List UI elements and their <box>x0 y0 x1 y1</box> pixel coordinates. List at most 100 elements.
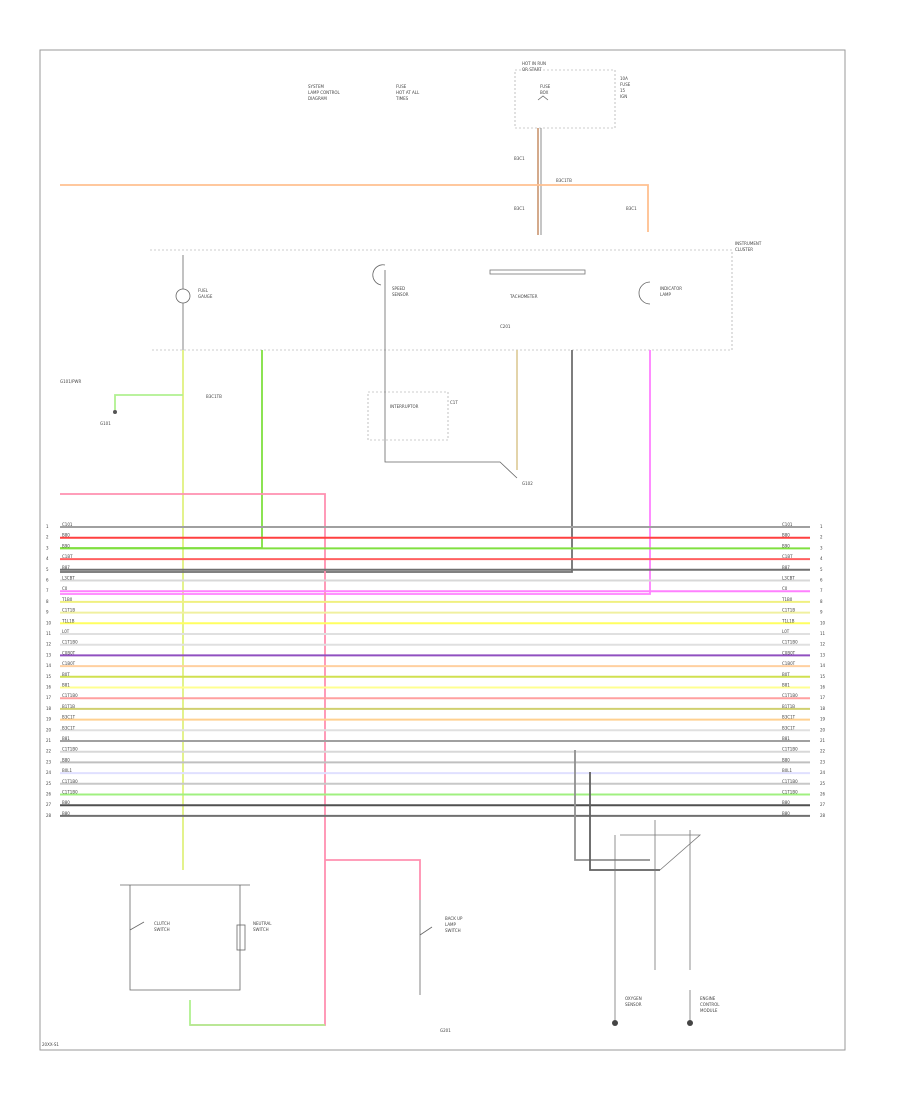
bus-label-left-11: L0T <box>62 629 70 634</box>
bus-label-right-3: B90 <box>782 543 790 548</box>
svg-text:B3C1: B3C1 <box>626 206 637 211</box>
bus-label-right-14: C1B0T <box>782 661 796 666</box>
speed-sensor: SPEED SENSOR <box>372 264 409 350</box>
bus-label-left-1: C101 <box>62 522 73 527</box>
bus-pin-right-5: 5 <box>820 567 823 572</box>
fuel-gauge-label-2: GAUGE <box>198 294 213 299</box>
svg-text:G101/PWR: G101/PWR <box>60 379 81 384</box>
bus-pin-right-27: 27 <box>820 802 826 807</box>
cluster-wire-magenta <box>60 350 651 595</box>
bus-label-right-2: B80 <box>782 533 790 538</box>
bus-label-right-26: C1T1B0 <box>782 790 798 795</box>
bus-pin-left-9: 9 <box>46 610 49 615</box>
bus-label-right-13: C0B0T <box>782 650 796 655</box>
bus-pin-left-14: 14 <box>46 663 52 668</box>
cluster-connector-label: C201 <box>500 324 511 329</box>
bus-pin-right-28: 28 <box>820 813 826 818</box>
bus-label-left-24: B0L1 <box>62 768 73 773</box>
bus-label-left-4: C1BT <box>62 554 73 559</box>
cluster-wire-green <box>60 350 263 549</box>
bus-label-left-3: B90 <box>62 543 70 548</box>
bus-pin-right-25: 25 <box>820 781 826 786</box>
sensor-label-5: MODULE <box>700 1008 718 1013</box>
bus-label-left-27: B80 <box>62 800 70 805</box>
bus-pin-left-6: 6 <box>46 578 49 583</box>
cluster-wire-gray <box>60 350 573 573</box>
bus-pin-right-11: 11 <box>820 631 826 636</box>
hot-box-note-4: IGN <box>620 94 627 99</box>
top-note-line-1: SYSTEM <box>308 84 324 89</box>
bus-label-left-23: B80 <box>62 757 70 762</box>
bus-label-left-17: C1T1B0 <box>62 693 78 698</box>
sensor-label-2: SENSOR <box>625 1002 642 1007</box>
sensor-label-1: OXYGEN <box>625 996 642 1001</box>
bus-pin-right-22: 22 <box>820 749 826 754</box>
bus-pin-left-3: 3 <box>46 545 49 550</box>
bus-pin-left-8: 8 <box>46 599 49 604</box>
bus-pin-right-21: 21 <box>820 738 826 743</box>
bus-pin-left-15: 15 <box>46 674 52 679</box>
bus-pin-left-27: 27 <box>46 802 52 807</box>
bus-pin-left-19: 19 <box>46 717 52 722</box>
fuel-gauge: FUEL GAUGE <box>175 255 213 350</box>
tachometer-label: TACHOMETER <box>509 294 538 299</box>
bus-label-left-13: C0B0T <box>62 650 76 655</box>
bus-label-right-11: L0T <box>782 629 790 634</box>
bus-label-left-25: C1T1B0 <box>62 779 78 784</box>
neutral-switch-label-1: NEUTRAL <box>253 921 272 926</box>
clutch-switch-label-1: CLUTCH <box>154 921 170 926</box>
svg-text:B3C1: B3C1 <box>514 206 525 211</box>
speed-sensor-label-2: SENSOR <box>392 292 409 297</box>
bus-pin-right-4: 4 <box>820 556 823 561</box>
bus-label-right-25: C1T1B0 <box>782 779 798 784</box>
bus-pin-left-12: 12 <box>46 642 52 647</box>
bus-label-right-21: B81 <box>782 736 790 741</box>
hot-box-note-3: 15 <box>620 88 626 93</box>
hot-box-note-2: FUSE <box>620 82 631 87</box>
bus-pin-left-20: 20 <box>46 727 52 732</box>
bus-pin-right-19: 19 <box>820 717 826 722</box>
bus-label-left-14: C1B0T <box>62 661 76 666</box>
bus-label-right-20: B3C1T <box>782 725 796 730</box>
hot-in-run-fuse-box: HOT IN RUN OR START FUSE BOX 10A FUSE 15… <box>514 61 631 129</box>
bus-label-right-27: B80 <box>782 800 790 805</box>
sensor-label-4: CONTROL <box>700 1002 720 1007</box>
hot-box-title-1: HOT IN RUN <box>522 61 546 66</box>
bus-label-left-7: C0 <box>62 586 68 591</box>
bus-pin-right-12: 12 <box>820 642 826 647</box>
bus-label-left-20: B3C1T <box>62 725 76 730</box>
bus-pin-left-26: 26 <box>46 792 52 797</box>
bus-pin-right-1: 1 <box>820 524 823 529</box>
instrument-cluster-label-1: INSTRUMENT <box>735 241 762 246</box>
bus-label-right-23: B80 <box>782 757 790 762</box>
hot-box-note-1: 10A <box>620 76 628 81</box>
bus-pin-left-22: 22 <box>46 749 52 754</box>
footer-code: 20XX-S1 <box>42 1042 59 1047</box>
bus-label-left-12: C1T1B0 <box>62 640 78 645</box>
bus-pin-right-16: 16 <box>820 685 826 690</box>
bus-pin-left-23: 23 <box>46 759 52 764</box>
pink-wire <box>60 493 326 1026</box>
bus-pin-right-7: 7 <box>820 588 823 593</box>
bus-label-right-24: B0L1 <box>782 768 793 773</box>
bus-pin-left-17: 17 <box>46 695 52 700</box>
top-note-line-2: LAMP CONTROL <box>308 90 340 95</box>
bus-label-right-12: C1T1B0 <box>782 640 798 645</box>
bus-label-left-15: B0T <box>62 672 70 677</box>
switch-box: INTERRUPTOR C1T G102 <box>367 350 533 486</box>
bus-label-right-9: C1T1B <box>782 608 795 613</box>
back-up-label-2: LAMP <box>445 922 457 927</box>
speed-sensor-label-1: SPEED <box>392 286 405 291</box>
bus-label-right-22: C1T1B0 <box>782 747 798 752</box>
bus-pin-right-17: 17 <box>820 695 826 700</box>
bus-pin-right-2: 2 <box>820 535 823 540</box>
bus-pin-left-24: 24 <box>46 770 52 775</box>
ground-label-g201: G201 <box>440 1028 451 1033</box>
indicator-lamp: INDICATOR LAMP <box>638 281 682 305</box>
clutch-switch-label-2: SWITCH <box>154 927 170 932</box>
back-up-label-1: BACK UP <box>445 916 463 921</box>
back-up-lamp-switch: BACK UP LAMP SWITCH G201 <box>325 859 463 1033</box>
bus-label-right-4: C1BT <box>782 554 793 559</box>
